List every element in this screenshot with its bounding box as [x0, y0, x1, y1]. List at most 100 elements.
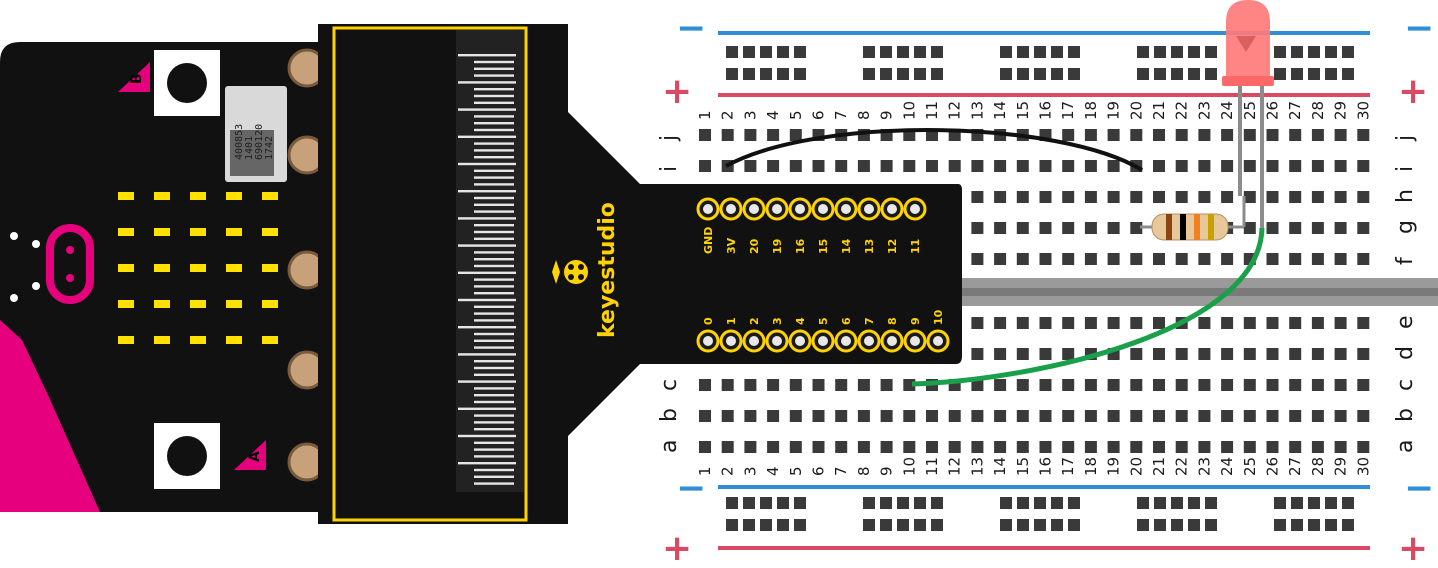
rail-hole[interactable] [1205, 68, 1217, 80]
breadboard-hole[interactable] [948, 410, 961, 422]
rail-hole[interactable] [794, 46, 806, 58]
breadboard-hole[interactable] [1198, 348, 1211, 360]
rail-hole[interactable] [1017, 519, 1029, 531]
breadboard-hole[interactable] [1153, 129, 1165, 141]
breadboard-hole[interactable] [1107, 317, 1120, 329]
rail-hole[interactable] [1171, 497, 1183, 509]
rail-hole[interactable] [1171, 46, 1183, 58]
rail-hole[interactable] [1342, 497, 1354, 509]
breadboard-hole[interactable] [994, 160, 1007, 172]
rail-hole[interactable] [1034, 497, 1046, 509]
breadboard-hole[interactable] [1039, 441, 1052, 453]
breadboard-hole[interactable] [1243, 129, 1256, 141]
breadboard-hole[interactable] [1266, 129, 1279, 141]
breadboard-hole[interactable] [1357, 410, 1370, 422]
breadboard-hole[interactable] [1016, 410, 1029, 422]
rail-hole[interactable] [1034, 46, 1046, 58]
rail-hole[interactable] [1068, 497, 1080, 509]
rail-hole[interactable] [1154, 497, 1166, 509]
breadboard-hole[interactable] [1243, 317, 1256, 329]
breadboard-hole[interactable] [857, 379, 870, 391]
rail-hole[interactable] [1171, 68, 1183, 80]
breadboard-hole[interactable] [1289, 191, 1302, 203]
breadboard-hole[interactable] [789, 160, 802, 172]
breadboard-hole[interactable] [1266, 379, 1279, 391]
breadboard-hole[interactable] [1062, 222, 1075, 234]
rail-hole[interactable] [880, 46, 892, 58]
breadboard-hole[interactable] [1039, 160, 1052, 172]
breadboard-hole[interactable] [971, 410, 984, 422]
breadboard-hole[interactable] [880, 410, 893, 422]
rail-hole[interactable] [880, 497, 892, 509]
breadboard-hole[interactable] [1221, 253, 1234, 265]
breadboard-hole[interactable] [721, 129, 734, 141]
breadboard-hole[interactable] [1357, 379, 1370, 391]
breadboard-hole[interactable] [1130, 379, 1143, 391]
breadboard-hole[interactable] [1084, 441, 1097, 453]
breadboard-hole[interactable] [1198, 191, 1211, 203]
rail-hole[interactable] [1051, 519, 1063, 531]
rail-hole[interactable] [1342, 68, 1354, 80]
breadboard-hole[interactable] [1266, 160, 1279, 172]
rail-hole[interactable] [914, 46, 926, 58]
breadboard-hole[interactable] [994, 410, 1007, 422]
rail-hole[interactable] [914, 519, 926, 531]
breadboard-hole[interactable] [1334, 441, 1347, 453]
breadboard-hole[interactable] [1107, 222, 1120, 234]
breadboard-hole[interactable] [857, 410, 870, 422]
rail-hole[interactable] [743, 68, 755, 80]
breadboard-hole[interactable] [789, 441, 802, 453]
breadboard-hole[interactable] [1062, 441, 1075, 453]
breadboard-hole[interactable] [1062, 253, 1075, 265]
breadboard-hole[interactable] [994, 441, 1007, 453]
breadboard-hole[interactable] [835, 441, 848, 453]
breadboard-hole[interactable] [699, 441, 711, 453]
breadboard-hole[interactable] [880, 160, 893, 172]
breadboard-hole[interactable] [1357, 222, 1370, 234]
breadboard-hole[interactable] [1221, 317, 1234, 329]
breadboard-hole[interactable] [1130, 317, 1143, 329]
rail-hole[interactable] [1154, 519, 1166, 531]
breadboard-hole[interactable] [744, 410, 757, 422]
breadboard-hole[interactable] [767, 379, 780, 391]
rail-hole[interactable] [743, 519, 755, 531]
breadboard-hole[interactable] [1016, 253, 1029, 265]
rail-hole[interactable] [794, 519, 806, 531]
breadboard-hole[interactable] [1175, 348, 1188, 360]
rail-hole[interactable] [1034, 68, 1046, 80]
breadboard-hole[interactable] [699, 160, 711, 172]
breadboard-hole[interactable] [1289, 410, 1302, 422]
rail-hole[interactable] [863, 46, 875, 58]
rail-hole[interactable] [1051, 68, 1063, 80]
rail-hole[interactable] [1188, 497, 1200, 509]
rail-hole[interactable] [1154, 46, 1166, 58]
breadboard-hole[interactable] [1311, 129, 1324, 141]
breadboard-hole[interactable] [1221, 410, 1234, 422]
breadboard-hole[interactable] [1357, 317, 1370, 329]
rail-hole[interactable] [1171, 519, 1183, 531]
rail-hole[interactable] [1205, 46, 1217, 58]
rail-hole[interactable] [1017, 68, 1029, 80]
breadboard-hole[interactable] [699, 410, 711, 422]
breadboard-hole[interactable] [1198, 410, 1211, 422]
breadboard-hole[interactable] [1153, 160, 1165, 172]
breadboard-hole[interactable] [1175, 441, 1188, 453]
rail-hole[interactable] [760, 46, 772, 58]
rail-hole[interactable] [1205, 519, 1217, 531]
rail-hole[interactable] [1325, 497, 1337, 509]
rail-hole[interactable] [1308, 68, 1320, 80]
breadboard-hole[interactable] [994, 379, 1007, 391]
rail-hole[interactable] [1000, 68, 1012, 80]
breadboard-hole[interactable] [1198, 253, 1211, 265]
breadboard-hole[interactable] [880, 379, 893, 391]
rail-hole[interactable] [726, 46, 738, 58]
breadboard-hole[interactable] [1243, 222, 1256, 234]
breadboard-hole[interactable] [1357, 191, 1370, 203]
breadboard-hole[interactable] [1243, 348, 1256, 360]
rail-hole[interactable] [743, 497, 755, 509]
breadboard-hole[interactable] [1334, 410, 1347, 422]
rail-hole[interactable] [777, 519, 789, 531]
rail-hole[interactable] [1000, 46, 1012, 58]
rail-hole[interactable] [931, 46, 943, 58]
breadboard-hole[interactable] [1062, 129, 1075, 141]
